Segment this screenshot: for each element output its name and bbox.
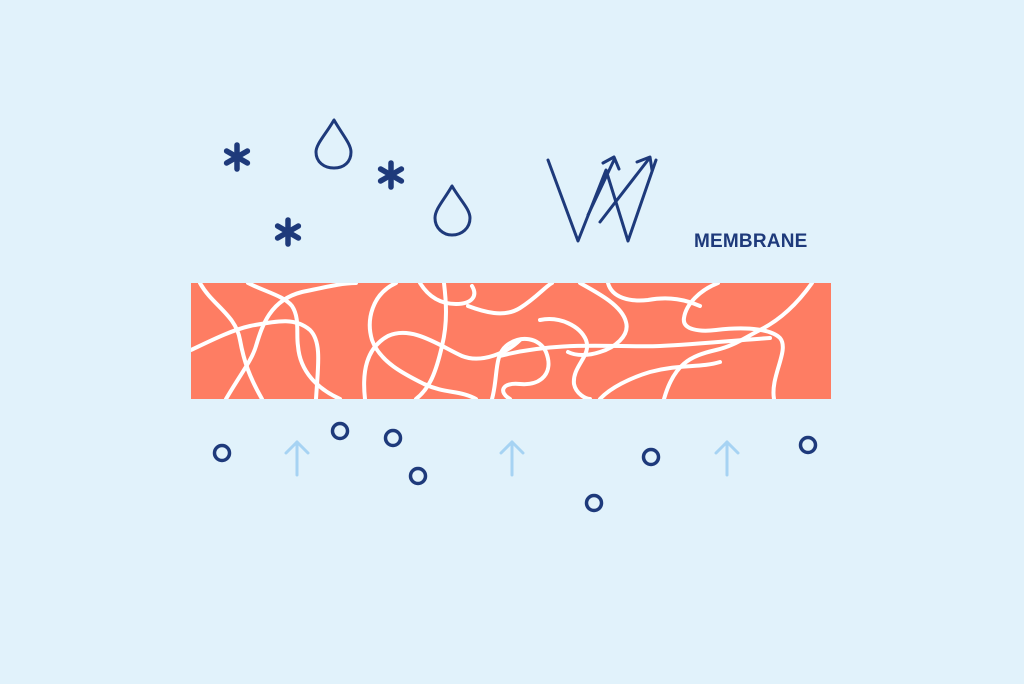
membrane-layer xyxy=(191,283,831,399)
up-arrow-icon xyxy=(714,440,740,477)
up-arrow-icon xyxy=(284,440,310,477)
membrane-fiber xyxy=(598,360,722,399)
membrane-fiber xyxy=(681,283,785,399)
droplet-icon xyxy=(433,184,472,237)
membrane-fiber xyxy=(566,283,629,357)
circle-icon xyxy=(798,435,818,455)
membrane-fiber xyxy=(367,283,478,399)
membrane-fiber xyxy=(606,283,702,308)
asterisk-icon xyxy=(274,217,302,247)
droplet-icon xyxy=(314,118,353,170)
asterisk-icon xyxy=(223,142,251,172)
membrane-fiber xyxy=(198,283,264,399)
asterisk-icon xyxy=(377,160,405,190)
up-arrow-icon xyxy=(499,440,525,477)
membrane-fiber xyxy=(362,330,522,399)
membrane-fiber xyxy=(418,283,477,307)
wind-icon xyxy=(546,155,658,243)
membrane-label: MEMBRANE xyxy=(694,231,808,252)
membrane-fiber xyxy=(662,283,814,399)
circle-icon xyxy=(584,493,604,513)
circle-icon xyxy=(641,447,661,467)
membrane-fiber xyxy=(246,283,342,399)
membrane-fiber xyxy=(414,283,448,399)
circle-icon xyxy=(212,443,232,463)
membrane-fiber xyxy=(466,283,554,316)
membrane-fiber xyxy=(224,283,358,399)
circle-icon xyxy=(408,466,428,486)
circle-icon xyxy=(330,421,350,441)
membrane-fiber xyxy=(538,317,592,399)
circle-icon xyxy=(383,428,403,448)
membrane-fiber xyxy=(191,319,321,399)
